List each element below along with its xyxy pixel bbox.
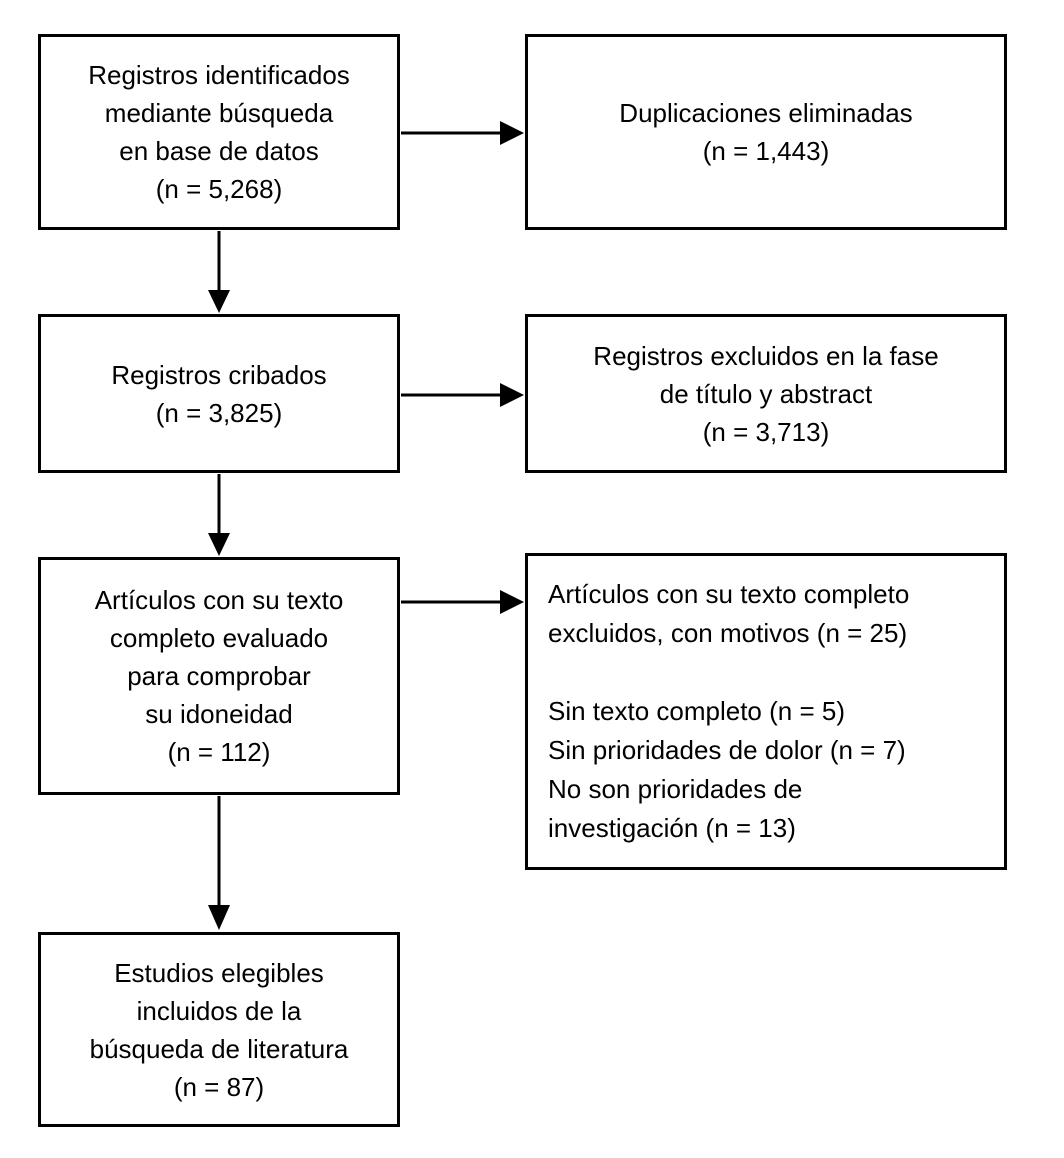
box-fulltext-excluded-text: Artículos con su texto completo excluido… [548,579,910,843]
box-records-screened-text: Registros cribados (n = 3,825) [111,359,327,428]
box-fulltext-assessed-text: Artículos con su texto completo evaluado… [94,585,344,767]
arrow-identified-to-screened [208,231,230,313]
arrow-identified-to-duplicates [401,121,524,145]
arrow-fulltext-to-excluded [401,590,524,614]
box-duplicates-removed-text: Duplicaciones eliminadas (n = 1,443) [619,98,913,166]
box-fulltext-excluded: Artículos con su texto completo excluido… [525,553,1007,870]
box-fulltext-assessed: Artículos con su texto completo evaluado… [38,557,400,795]
box-records-screened: Registros cribados (n = 3,825) [38,314,400,473]
box-excluded-title-abstract-text: Registros excluidos en la fase de título… [593,340,939,447]
box-excluded-title-abstract: Registros excluidos en la fase de título… [525,314,1007,473]
arrow-screened-to-fulltext [208,474,230,556]
box-duplicates-removed: Duplicaciones eliminadas (n = 1,443) [525,34,1007,230]
box-studies-included-text: Estudios elegibles incluidos de la búsqu… [89,957,349,1102]
box-records-identified: Registros identificados mediante búsqued… [38,34,400,230]
box-records-identified-text: Registros identificados mediante búsqued… [88,60,350,204]
arrow-screened-to-excluded [401,383,524,407]
box-studies-included: Estudios elegibles incluidos de la búsqu… [38,932,400,1127]
arrow-fulltext-to-included [208,796,230,930]
